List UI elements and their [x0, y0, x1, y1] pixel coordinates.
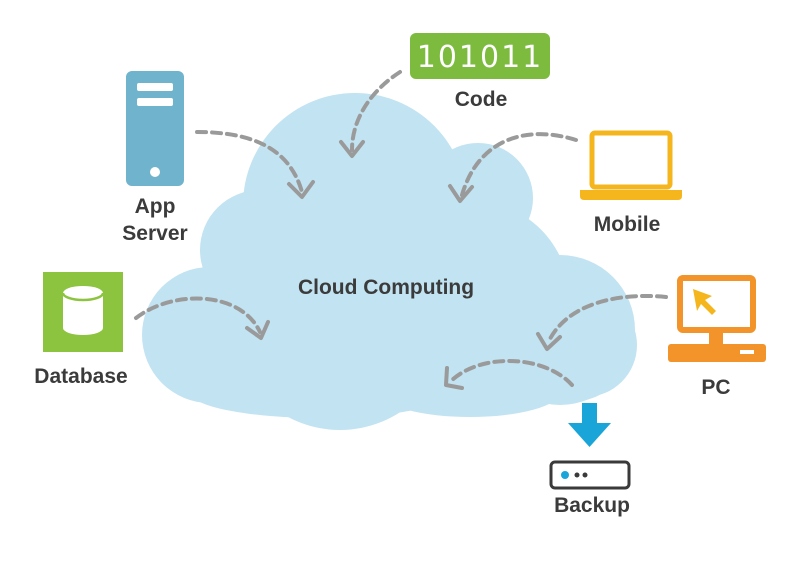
arrow-head-code [339, 140, 365, 158]
mobile-node: Mobile [580, 130, 682, 236]
data-flow-arrows [134, 70, 668, 390]
arrow-head-mobile [448, 184, 474, 203]
mobile-label: Mobile [594, 213, 661, 236]
arrow-code [350, 70, 402, 152]
server-icon [126, 71, 184, 186]
arrow-head-backup [444, 366, 464, 390]
pc-node: PC [668, 275, 766, 399]
cloud-computing-label: Cloud Computing [298, 276, 474, 299]
database-node: Database [34, 272, 128, 388]
arrow-backup [448, 358, 574, 387]
arrow-app-server [195, 130, 304, 194]
pc-monitor-icon [668, 275, 766, 362]
arrow-head-pc [536, 332, 562, 351]
code-node: 101011 Code [410, 33, 550, 111]
app-server-label-line2: Server [122, 222, 187, 245]
backup-drive-icon [549, 460, 631, 490]
backup-label: Backup [554, 494, 630, 517]
pc-label: PC [701, 376, 730, 399]
arrow-mobile [460, 132, 578, 197]
download-arrow-icon [568, 403, 611, 447]
database-icon [43, 272, 123, 352]
arrow-pc [546, 293, 668, 345]
database-label: Database [34, 365, 127, 388]
app-server-node: App Server [122, 71, 188, 245]
arrow-database [134, 296, 262, 334]
code-label: Code [455, 88, 508, 111]
arrow-head-database [245, 320, 270, 340]
binary-code-icon [410, 33, 550, 79]
cursor-icon [693, 289, 716, 315]
arrow-head-app-server [287, 180, 315, 199]
backup-node: Backup [549, 403, 631, 517]
laptop-icon [580, 130, 682, 200]
cloud-shape [142, 93, 637, 430]
code-badge-text: 101011 [417, 40, 544, 75]
app-server-label-line1: App [135, 195, 176, 218]
